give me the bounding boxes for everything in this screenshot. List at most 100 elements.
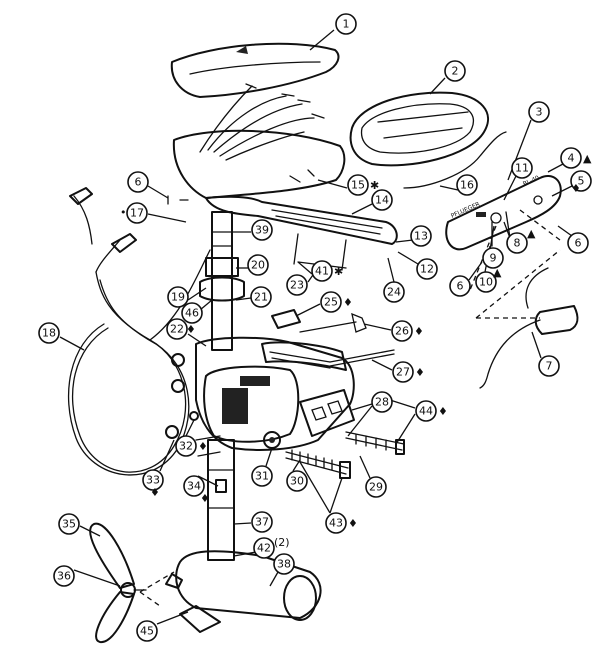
callout-circle bbox=[511, 157, 533, 179]
callout-circle bbox=[166, 318, 188, 340]
callout-number: 29 bbox=[369, 481, 383, 494]
callout-9: 9 bbox=[482, 247, 504, 269]
mark-diamond-26: ♦ bbox=[414, 325, 424, 338]
callout-25: 25 bbox=[320, 291, 342, 313]
callout-number: 35 bbox=[62, 518, 76, 531]
callout-circle bbox=[250, 286, 272, 308]
mark-triangle-4: ▲ bbox=[583, 152, 592, 165]
callout-42: 42 bbox=[253, 537, 275, 559]
mark-qty-42: (2) bbox=[274, 536, 290, 549]
callout-27: 27 bbox=[392, 361, 414, 383]
callout-number: 27 bbox=[396, 366, 410, 379]
lower-unit bbox=[139, 550, 322, 633]
mark-triangle-9: ▲ bbox=[493, 266, 502, 279]
mark-diamond-22: ♦ bbox=[186, 323, 196, 336]
callout-circle bbox=[416, 258, 438, 280]
callout-22: 22 bbox=[166, 318, 188, 340]
callout-number: 6 bbox=[457, 280, 464, 293]
callout-30: 30 bbox=[286, 470, 308, 492]
callout-circle bbox=[142, 469, 164, 491]
callout-15: 15 bbox=[347, 174, 369, 196]
callout-19: 19 bbox=[167, 286, 189, 308]
callout-number: 44 bbox=[419, 405, 433, 418]
callout-21: 21 bbox=[250, 286, 272, 308]
callout-13: 13 bbox=[410, 225, 432, 247]
callout-number: 3 bbox=[536, 106, 543, 119]
callout-41: 41 bbox=[311, 260, 333, 282]
callout-31: 31 bbox=[251, 465, 273, 487]
callout-18: 18 bbox=[38, 322, 60, 344]
callout-circle bbox=[560, 147, 582, 169]
callout-number: 4 bbox=[568, 152, 575, 165]
callout-5: 5 bbox=[570, 170, 592, 192]
callout-number: 45 bbox=[140, 625, 154, 638]
callout-number: 12 bbox=[420, 263, 434, 276]
callout-number: 43 bbox=[329, 517, 343, 530]
callout-circle bbox=[126, 202, 148, 224]
callout-circle bbox=[38, 322, 60, 344]
callout-circle bbox=[449, 275, 471, 297]
callout-1: 1 bbox=[335, 13, 357, 35]
mounting-bracket bbox=[195, 336, 355, 451]
callout-number: 31 bbox=[255, 470, 269, 483]
callout-number: 8 bbox=[514, 237, 521, 250]
callout-number: 16 bbox=[460, 179, 474, 192]
callout-number: 10 bbox=[479, 276, 493, 289]
callout-circle bbox=[251, 219, 273, 241]
callout-circle bbox=[251, 511, 273, 533]
callout-circle bbox=[570, 170, 592, 192]
callout-number: 21 bbox=[254, 291, 268, 304]
mark-diamond-34: ♦ bbox=[200, 492, 210, 505]
callout-45: 45 bbox=[136, 620, 158, 642]
callout-circle bbox=[247, 254, 269, 276]
callout-number: 5 bbox=[578, 175, 585, 188]
motor-head-housing bbox=[172, 83, 398, 245]
callout-34: 34 bbox=[183, 475, 205, 497]
callout-number: 15 bbox=[351, 179, 365, 192]
propeller bbox=[89, 522, 147, 644]
wire-lead bbox=[403, 131, 507, 189]
callout-circle bbox=[371, 189, 393, 211]
callout-36: 36 bbox=[53, 565, 75, 587]
callout-circle bbox=[183, 475, 205, 497]
callout-6: 6 bbox=[449, 275, 471, 297]
callout-24: 24 bbox=[383, 281, 405, 303]
mark-triangle-8: ▲ bbox=[527, 227, 536, 240]
callout-number: 6 bbox=[135, 176, 142, 189]
callout-number: 7 bbox=[546, 360, 553, 373]
callout-39: 39 bbox=[251, 219, 273, 241]
callout-circle bbox=[253, 537, 275, 559]
callout-46: 46 bbox=[181, 302, 203, 324]
callout-number: 41 bbox=[315, 265, 329, 278]
callout-circle bbox=[410, 225, 432, 247]
callout-circle bbox=[286, 470, 308, 492]
mark-star-41: ✱ bbox=[334, 265, 343, 278]
callout-number: 34 bbox=[187, 480, 201, 493]
callout-28: 28 bbox=[371, 391, 393, 413]
callout-circle bbox=[347, 174, 369, 196]
mark-diamond-33: ♦ bbox=[150, 486, 160, 499]
callout-circle bbox=[320, 291, 342, 313]
callout-14: 14 bbox=[371, 189, 393, 211]
mark-dot-17: • bbox=[120, 206, 127, 219]
callout-number: 23 bbox=[290, 279, 304, 292]
mark-star-15: ✱ bbox=[370, 179, 379, 192]
callout-37: 37 bbox=[251, 511, 273, 533]
callout-number: 2 bbox=[452, 65, 459, 78]
callout-circle bbox=[567, 232, 589, 254]
callout-circle bbox=[391, 320, 413, 342]
callout-circle bbox=[482, 247, 504, 269]
callout-circle bbox=[311, 260, 333, 282]
callout-circle bbox=[456, 174, 478, 196]
callout-number: 26 bbox=[395, 325, 409, 338]
motor-shaft-column bbox=[199, 211, 245, 561]
callout-3: 3 bbox=[528, 101, 550, 123]
leader-lines bbox=[59, 29, 573, 625]
callout-33: 33 bbox=[142, 469, 164, 491]
callout-number: 14 bbox=[375, 194, 389, 207]
callout-number: 20 bbox=[251, 259, 265, 272]
callout-circle bbox=[181, 302, 203, 324]
callout-number: 6 bbox=[575, 237, 582, 250]
